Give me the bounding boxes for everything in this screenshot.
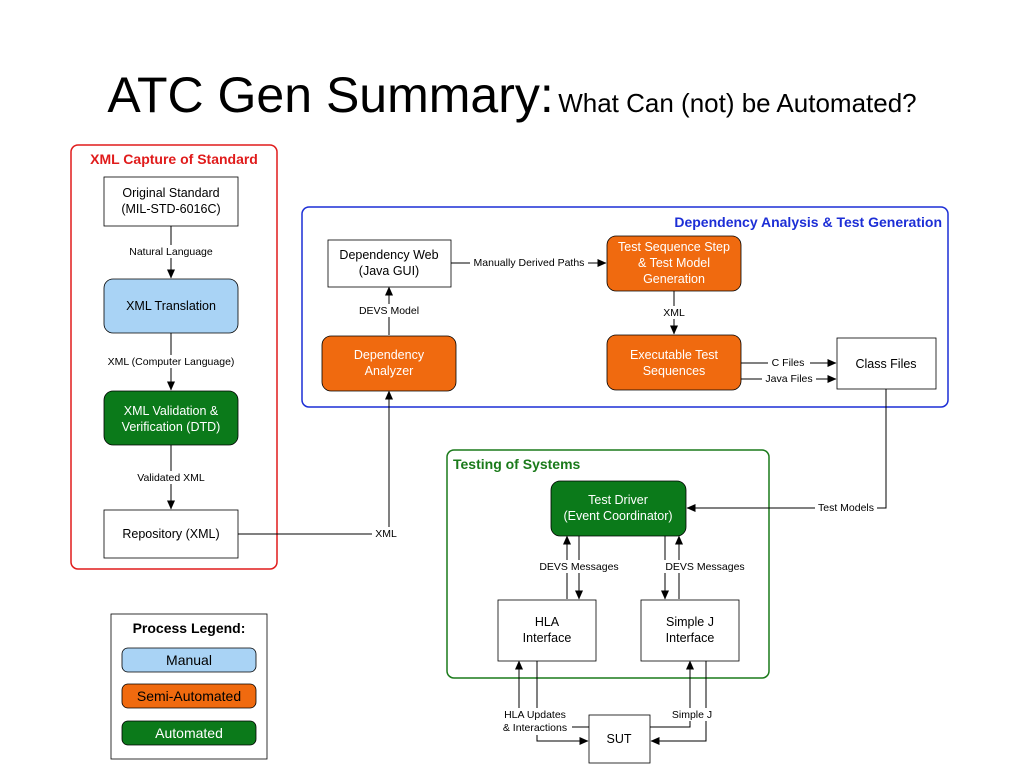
legend-manual-swatch [121,647,257,673]
group-testing-label: Testing of Systems [453,456,581,472]
node-class-files-l1: Class Files [855,357,916,371]
label-test-models: Test Models [818,502,874,514]
label-xml-computer-language: XML (Computer Language) [108,356,235,368]
node-dependency-analyzer [321,335,457,392]
label-simple-j: Simple J [672,709,712,721]
label-natural-language: Natural Language [129,246,213,258]
title-main: ATC Gen Summary: [107,67,554,123]
node-simple-j-interface-l2: Interface [666,631,715,645]
edge-xml-repo [238,390,393,535]
legend-semi-label: Semi-Automated [137,688,241,704]
node-sut-l1: SUT [607,732,632,746]
node-original-standard-l2: (MIL-STD-6016C) [121,202,220,216]
legend-title: Process Legend: [133,620,246,636]
node-simple-j-interface-l1: Simple J [666,615,714,629]
label-hla-updates-2: & Interactions [503,722,567,734]
title-sub: What Can (not) be Automated? [558,88,917,118]
node-original-standard-l1: Original Standard [122,186,219,200]
label-devs-model: DEVS Model [359,305,419,317]
label-validated-xml: Validated XML [137,472,205,484]
edge-test-models [686,389,887,512]
label-devs-messages-right: DEVS Messages [665,561,744,573]
label-manually-derived-paths: Manually Derived Paths [474,257,585,269]
label-xml-seq: XML [663,307,685,319]
node-dependency-web [327,239,452,288]
node-test-driver-l2: (Event Coordinator) [563,509,672,523]
node-test-driver-l1: Test Driver [588,493,648,507]
label-java-files: Java Files [765,373,812,385]
legend-automated-label: Automated [155,725,223,741]
label-xml-repo: XML [375,528,397,540]
node-original-standard [103,176,239,227]
group-capture-box [70,144,278,570]
legend: Process Legend: Manual Semi-Automated Au… [110,613,268,760]
node-xml-validation-l1: XML Validation & [124,404,219,418]
node-test-sequence-step-l3: Generation [643,272,705,286]
node-executable-test-l1: Executable Test [630,348,719,362]
node-dependency-analyzer-l2: Analyzer [365,364,414,378]
node-class-files [836,337,937,390]
group-testing-box [446,449,770,679]
node-hla-interface-l1: HLA [535,615,560,629]
label-devs-messages-left: DEVS Messages [539,561,618,573]
edge-simplej-to-sut [650,661,707,745]
edge-hla-to-sut [536,661,589,745]
legend-semi-swatch [121,683,257,709]
node-dependency-web-l1: Dependency Web [339,248,438,262]
node-xml-translation-l1: XML Translation [126,299,216,313]
node-hla-interface-l2: Interface [523,631,572,645]
label-hla-updates-1: HLA Updates [504,709,566,721]
node-xml-validation-l2: Verification (DTD) [122,420,221,434]
node-hla-interface [497,599,597,662]
legend-manual-label: Manual [166,652,212,668]
node-executable-test [606,334,742,391]
edge-sut-to-simplej [650,660,694,728]
group-analysis-label: Dependency Analysis & Test Generation [674,214,942,230]
node-test-sequence-step [606,235,742,292]
node-dependency-analyzer-l1: Dependency [354,348,425,362]
legend-automated-swatch [121,720,257,746]
node-sut [588,714,651,764]
group-analysis-box [301,206,949,408]
node-simple-j-interface [640,599,740,662]
group-capture-label: XML Capture of Standard [90,151,258,167]
label-c-files: C Files [772,357,805,369]
page-title: ATC Gen Summary: What Can (not) be Autom… [0,66,1024,124]
node-test-driver [550,480,687,537]
node-test-sequence-step-l1: Test Sequence Step [618,240,730,254]
node-xml-validation [103,390,239,446]
node-test-sequence-step-l2: & Test Model [638,256,710,270]
node-repository [103,509,239,559]
node-repository-l1: Repository (XML) [122,527,219,541]
node-executable-test-l2: Sequences [643,364,706,378]
node-dependency-web-l2: (Java GUI) [359,264,419,278]
node-xml-translation [103,278,239,334]
